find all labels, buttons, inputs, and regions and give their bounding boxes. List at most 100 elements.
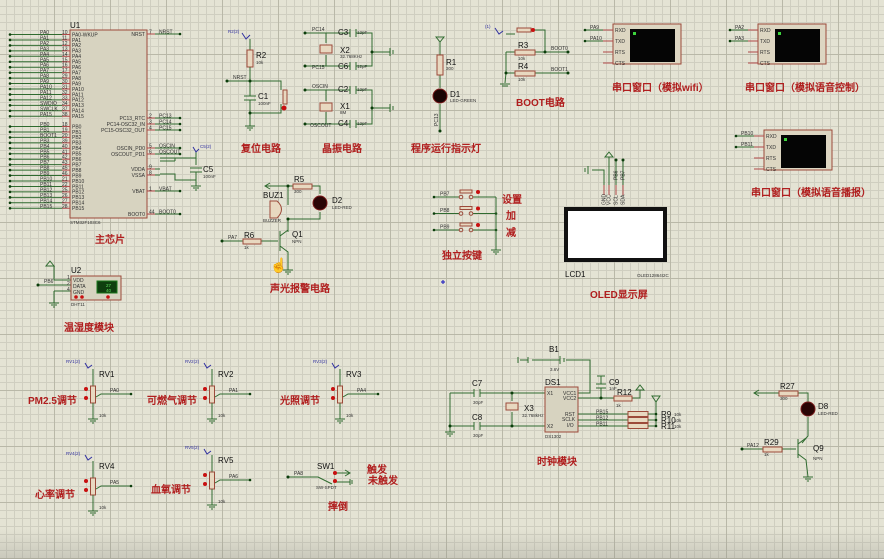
uart-net-label: PA9: [590, 25, 599, 31]
x3-crystal[interactable]: [505, 402, 519, 411]
u1-body[interactable]: [69, 29, 148, 219]
u1-net-label: PA1: [40, 35, 49, 41]
buzzer[interactable]: [269, 200, 282, 219]
r4-resistor[interactable]: [514, 70, 536, 77]
u1-pin-name: PB2: [72, 135, 82, 141]
probe-icon: [331, 362, 340, 369]
led8-circuit[interactable]: R27 300 D8 LED-RED PA12 R29 1k Q9 NPN: [740, 382, 839, 482]
x1-crystal[interactable]: [319, 102, 333, 112]
r27-resistor[interactable]: [778, 390, 799, 397]
x2-crystal[interactable]: [319, 44, 333, 54]
clock-module[interactable]: DS1 DS1302 X1 X2 VCC1 VCC2 RST SCLK I/O …: [445, 345, 682, 468]
u1-pin-name: PA13: [72, 103, 84, 109]
x3-val: 32.768kHz: [522, 413, 544, 418]
u1-pin-number: 20: [62, 133, 68, 139]
c4-ref: C4: [338, 119, 349, 128]
key-button-1[interactable]: PB7: [432, 189, 496, 200]
x1-ref: X1: [340, 102, 350, 111]
d1-led[interactable]: [432, 88, 448, 104]
u1-pin-number: 45: [62, 166, 68, 172]
r12-resistor[interactable]: [613, 395, 633, 402]
title-fall: 摔倒: [328, 500, 348, 513]
c4-val: 12pF: [357, 121, 368, 126]
fall-switch[interactable]: PA8 SW1 SW-SPDT 触发 未触发 摔倒: [286, 462, 399, 513]
u1-pin-name: PB15: [72, 206, 84, 212]
q1-ref: Q1: [292, 230, 303, 239]
u1-pin-number: 13: [62, 46, 68, 52]
dht-button[interactable]: [106, 295, 110, 299]
u1-net-label: PB10: [40, 177, 52, 183]
r29-resistor[interactable]: [762, 446, 783, 453]
pb6-net: PB6: [44, 279, 54, 285]
reset-button[interactable]: [282, 89, 288, 105]
u1-pin-name: PA5: [72, 60, 81, 66]
u1-net-label: BOOT0: [159, 210, 176, 216]
d8-led[interactable]: [800, 401, 816, 417]
run-led-circuit[interactable]: R1 300 D1 LED-GREEN PC13 程序运行指示灯: [411, 36, 481, 155]
r6-ref: R6: [244, 231, 255, 240]
u1-pin-name: PB11: [72, 184, 84, 190]
clock-r-val: 10k: [674, 412, 682, 417]
key-button-3[interactable]: PB9: [432, 222, 498, 233]
lcd1-ref: LCD1: [565, 270, 586, 279]
key-button-2[interactable]: PB8: [432, 206, 498, 216]
uart-net-label: PB10: [741, 131, 753, 137]
r1-resistor[interactable]: [436, 54, 444, 76]
u1-pin-name: PA2: [72, 43, 81, 49]
uart-pin-cts: CTS: [615, 61, 626, 67]
crystal-circuit[interactable]: PC14 PC15 C3 C6 12pF 12pF X2 32.768KHz O…: [303, 27, 394, 155]
u1-pin-number: 28: [62, 204, 68, 210]
c1-val: 100nF: [258, 101, 271, 106]
u1-net-label: VBAT: [159, 187, 172, 193]
pot-ref: RV4: [99, 462, 115, 471]
x2-ref: X2: [340, 46, 350, 55]
u1-net-label: PC15: [159, 126, 172, 132]
r2-resistor[interactable]: [246, 49, 254, 68]
r27-val: 300: [780, 396, 788, 401]
dht-button[interactable]: [80, 295, 84, 299]
uart-net-label: PA3: [735, 36, 744, 42]
pot-net-label: PA1: [229, 388, 238, 394]
u1-pin-number: 14: [62, 52, 68, 58]
u1-net-label: PC13: [159, 114, 172, 120]
dht11-module[interactable]: PB6 1 2 4 U2 VDD DATA GND 27 40 DHT11 温湿…: [36, 260, 122, 334]
u1-pin-name: PA9: [72, 81, 81, 87]
ds1302-chip[interactable]: [544, 386, 579, 433]
u1-pin-number: 15: [62, 57, 68, 63]
u1-pin-number: 18: [62, 122, 68, 128]
r3-resistor[interactable]: [514, 49, 536, 56]
probe-icon: [203, 362, 212, 369]
r5-resistor[interactable]: [292, 183, 313, 190]
u1-pin-name: PA12: [72, 98, 84, 104]
u1-net-label: PA0: [40, 30, 49, 36]
reset-circuit[interactable]: R2(2) R2 10k NRST C1 100nF 复位电路: [225, 29, 288, 155]
r29-val: 1k: [764, 452, 770, 457]
oled-screen[interactable]: [564, 207, 667, 262]
sw1-contact[interactable]: [333, 471, 337, 475]
d2-led[interactable]: [312, 195, 328, 211]
dht-button[interactable]: [74, 295, 78, 299]
c5-capacitor[interactable]: C5(2) C5 100nF: [160, 144, 216, 191]
c6-ref: C6: [338, 62, 349, 71]
sw1-contact[interactable]: [333, 479, 337, 483]
boot-switch[interactable]: [516, 27, 532, 33]
r6-resistor[interactable]: [242, 238, 262, 245]
boot-circuit[interactable]: (1) R3 R4 10k 10k BOOT0 BOOT1 BOOT电路: [485, 24, 570, 109]
alarm-circuit[interactable]: R5 300 D2 LED-RED BUZ1 BUZZER R6 1k PA7 …: [220, 175, 353, 295]
u1-pin-number: 41: [62, 149, 68, 155]
